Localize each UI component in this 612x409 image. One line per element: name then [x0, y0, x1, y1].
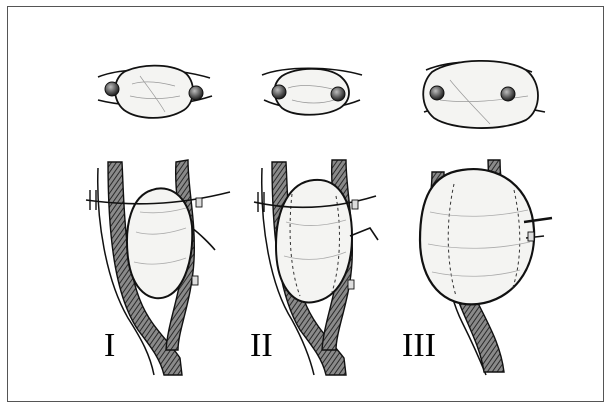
panel-label-2: II: [250, 327, 273, 364]
panel-3-drawing: [420, 160, 552, 375]
panel-label-1: I: [104, 327, 115, 364]
nerve-ball-left-icon: [105, 82, 119, 96]
nerve-ball-left-icon: [430, 86, 444, 100]
panel-label-3: III: [402, 327, 436, 364]
nerve-ball-right-icon: [501, 87, 515, 101]
cross-section-2: [262, 68, 362, 115]
nerve-ball-right-icon: [189, 86, 203, 100]
nerve-ball-left-icon: [272, 85, 286, 99]
cross-section-1: [98, 66, 212, 118]
nerve-ball-right-icon: [331, 87, 345, 101]
cross-section-3: [423, 61, 545, 128]
